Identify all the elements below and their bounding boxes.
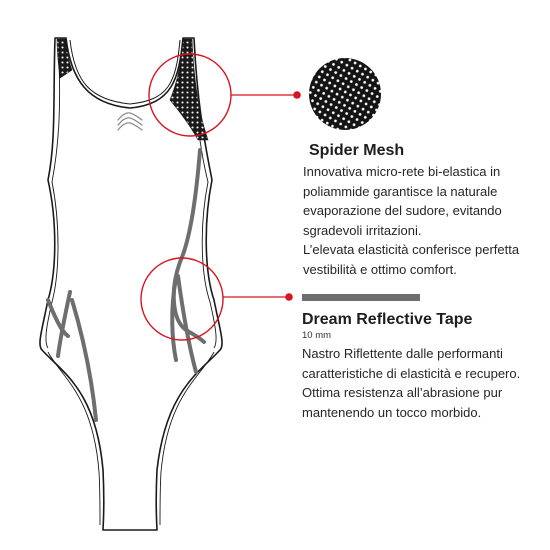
dream-tape-line: caratteristiche di elasticità e recupero… xyxy=(302,365,521,381)
wave-logo-icon xyxy=(117,112,143,131)
spider-mesh-line: vestibilità e ottimo comfort. xyxy=(303,261,457,277)
tape-swatch-icon xyxy=(302,294,420,301)
spider-mesh-description: Spider Mesh Innovativa micro-rete bi-ela… xyxy=(303,141,548,280)
dream-tape-leader-dot xyxy=(285,293,293,301)
dream-tape-size: 10 mm xyxy=(302,330,332,341)
dream-tape-title: Dream Reflective Tape xyxy=(302,311,473,328)
spider-mesh-line: evaporazione del sudore, evitando xyxy=(303,203,502,219)
dream-tape-description: Dream Reflective Tape 10 mm Nastro Rifle… xyxy=(302,310,547,422)
dream-tape-line: Ottima resistenza all’abrasione pur xyxy=(302,385,503,401)
spider-mesh-line: L’elevata elasticità conferisce perfetta xyxy=(303,242,520,258)
spider-mesh-leader-dot xyxy=(293,91,301,99)
dream-tape-line: mantenendo un tocco morbido. xyxy=(302,404,482,420)
reflective-tape-lines xyxy=(46,148,206,422)
spider-mesh-title: Spider Mesh xyxy=(309,142,405,159)
mesh-swatch-icon xyxy=(309,58,381,130)
spider-mesh-line: Innovativa micro-rete bi-elastica in xyxy=(303,164,501,179)
left-mesh-strap xyxy=(56,38,73,79)
spider-mesh-line: poliammide garantisce la naturale xyxy=(303,183,498,199)
right-mesh-panel xyxy=(169,38,209,141)
dream-tape-line: Nastro Riflettente dalle performanti xyxy=(302,346,503,361)
swimsuit-inner-contour xyxy=(45,39,217,526)
neckline-binding xyxy=(69,39,181,105)
dream-tape-callout-circle xyxy=(140,257,224,341)
spider-mesh-line: sgradevoli irritazioni. xyxy=(303,222,422,238)
